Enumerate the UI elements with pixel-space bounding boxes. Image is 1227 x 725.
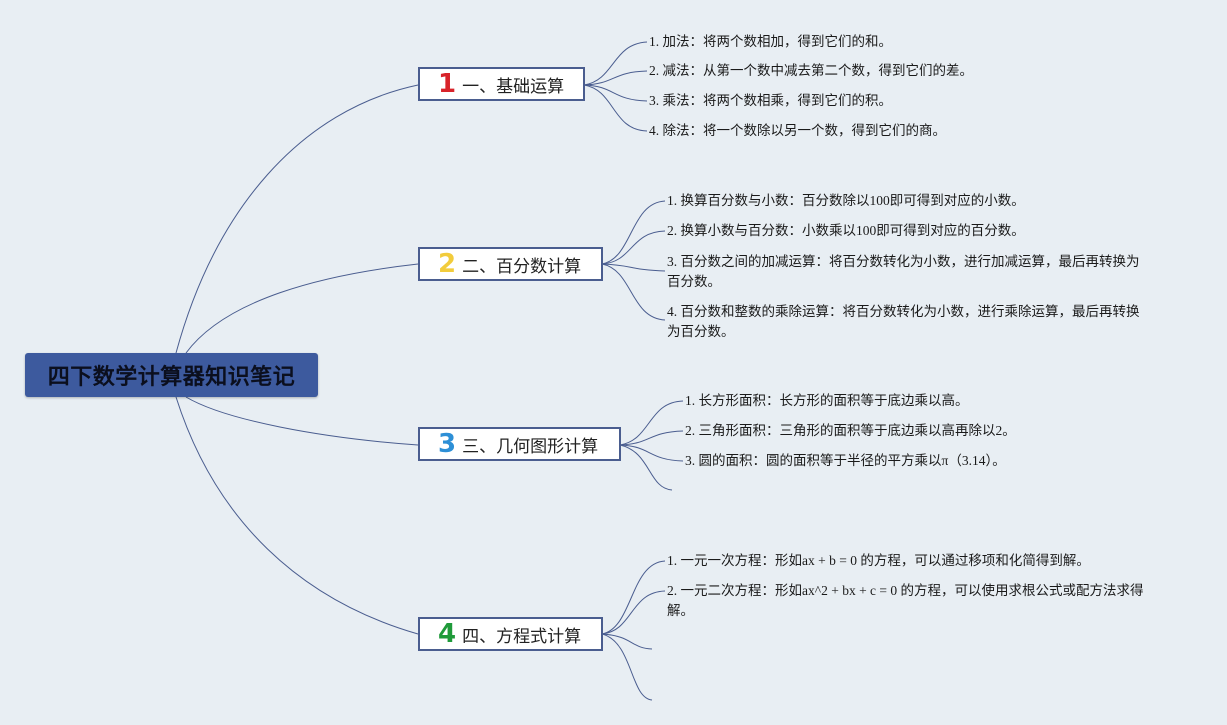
connector-b1-leaf-3	[583, 84, 648, 102]
number-badge-2: 2	[438, 249, 457, 279]
connector-root-branch-4	[175, 396, 419, 635]
branch-geometry[interactable]: 3 三、几何图形计算	[418, 427, 621, 461]
branch-label: 四、方程式计算	[462, 626, 582, 647]
leaf-percent-to-decimal[interactable]: 1. 换算百分数与小数：百分数除以100即可得到对应的小数。	[667, 193, 1025, 208]
leaf-division[interactable]: 4. 除法：将一个数除以另一个数，得到它们的商。	[649, 123, 946, 138]
connector-b2-leaf-4	[601, 263, 666, 321]
central-topic-label: 四下数学计算器知识笔记	[47, 365, 296, 390]
number-badge-1: 1	[438, 69, 457, 99]
connector-b4-leaf-4	[601, 633, 653, 701]
connector-root-branch-3	[185, 396, 419, 446]
connector-b1-leaf-4	[583, 84, 648, 132]
leaf-addition[interactable]: 1. 加法：将两个数相加，得到它们的和。	[649, 34, 892, 49]
leaf-circle-area[interactable]: 3. 圆的面积：圆的面积等于半径的平方乘以π（3.14）。	[685, 453, 1006, 468]
leaf-line: 解。	[667, 603, 694, 618]
connector-b4-leaf-2	[601, 590, 666, 635]
leaf-line: 3. 百分数之间的加减运算：将百分数转化为小数，进行加减运算，最后再转换为	[667, 254, 1140, 269]
number-badge-3: 3	[438, 429, 457, 459]
branch-label: 一、基础运算	[462, 76, 565, 97]
leaf-subtraction[interactable]: 2. 减法：从第一个数中减去第二个数，得到它们的差。	[649, 63, 973, 78]
leaf-line: 4. 百分数和整数的乘除运算：将百分数转化为小数，进行乘除运算，最后再转换	[667, 304, 1140, 319]
leaf-line: 百分数。	[667, 274, 721, 289]
branch-basic-operations[interactable]: 1 一、基础运算	[418, 67, 585, 101]
connector-b4-leaf-3	[601, 633, 653, 650]
branch-percentage[interactable]: 2 二、百分数计算	[418, 247, 603, 281]
branch-label: 三、几何图形计算	[462, 436, 599, 457]
connector-b3-leaf-2	[619, 430, 684, 446]
connector-b3-leaf-1	[619, 400, 684, 446]
leaf-decimal-to-percent[interactable]: 2. 换算小数与百分数：小数乘以100即可得到对应的百分数。	[667, 223, 1025, 238]
connector-b2-leaf-1	[601, 200, 666, 265]
leaf-line: 为百分数。	[667, 324, 735, 339]
connector-b1-leaf-1	[583, 41, 648, 86]
central-topic[interactable]: 四下数学计算器知识笔记	[25, 353, 318, 397]
leaf-triangle-area[interactable]: 2. 三角形面积：三角形的面积等于底边乘以高再除以2。	[685, 423, 1016, 438]
leaf-percent-add-subtract[interactable]: 3. 百分数之间的加减运算：将百分数转化为小数，进行加减运算，最后再转换为 百分…	[667, 252, 1167, 292]
connector-b3-leaf-4	[619, 444, 673, 491]
leaf-linear-equation[interactable]: 1. 一元一次方程：形如ax + b = 0 的方程，可以通过移项和化简得到解。	[667, 553, 1090, 568]
branch-equations[interactable]: 4 四、方程式计算	[418, 617, 603, 651]
leaf-quadratic-equation[interactable]: 2. 一元二次方程：形如ax^2 + bx + c = 0 的方程，可以使用求根…	[667, 581, 1167, 621]
leaf-multiplication[interactable]: 3. 乘法：将两个数相乘，得到它们的积。	[649, 93, 892, 108]
connector-root-branch-1	[175, 84, 419, 354]
connector-b1-leaf-2	[583, 70, 648, 86]
connector-root-branch-2	[185, 263, 419, 354]
connector-b3-leaf-3	[619, 444, 684, 462]
connector-b2-leaf-2	[601, 230, 666, 265]
leaf-percent-multiply-divide[interactable]: 4. 百分数和整数的乘除运算：将百分数转化为小数，进行乘除运算，最后再转换 为百…	[667, 302, 1167, 342]
number-badge-4: 4	[438, 619, 457, 649]
connector-b4-leaf-1	[601, 560, 666, 635]
connector-b2-leaf-3	[601, 263, 666, 272]
branch-label: 二、百分数计算	[462, 256, 582, 277]
leaf-rectangle-area[interactable]: 1. 长方形面积：长方形的面积等于底边乘以高。	[685, 393, 969, 408]
leaf-line: 2. 一元二次方程：形如ax^2 + bx + c = 0 的方程，可以使用求根…	[667, 583, 1144, 598]
